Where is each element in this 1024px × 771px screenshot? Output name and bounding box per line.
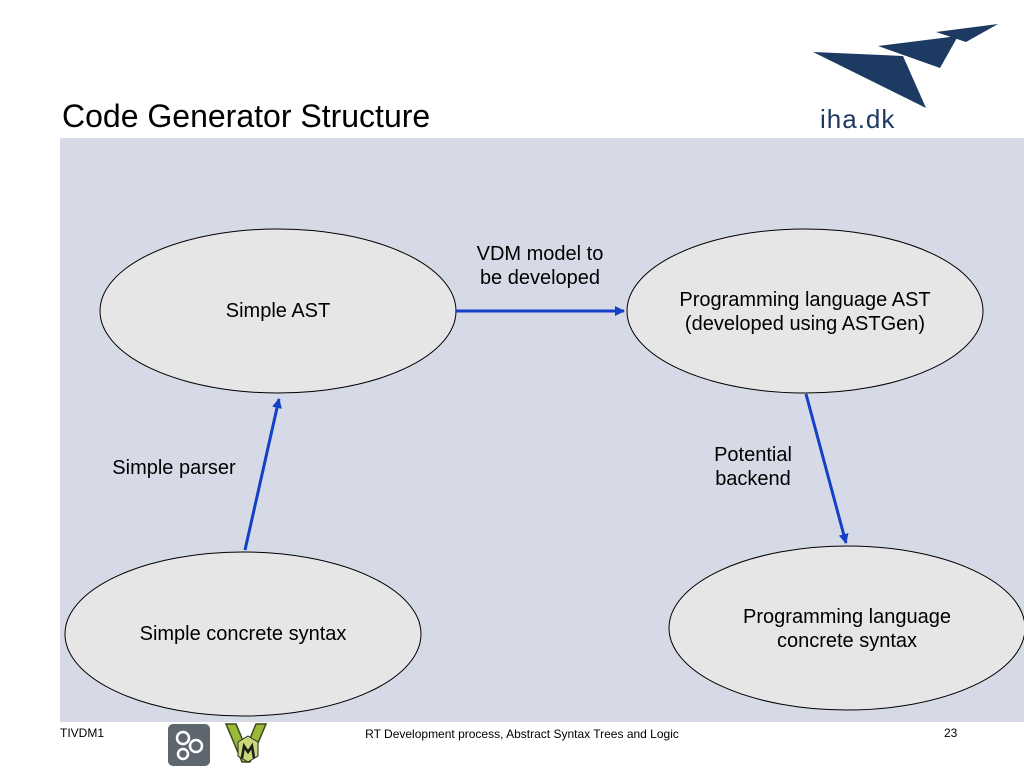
footer-page-number: 23 — [944, 726, 958, 740]
edge-simple-parser — [243, 398, 282, 551]
footer-center: RT Development process, Abstract Syntax … — [365, 727, 679, 741]
vdm-logo-icon — [224, 722, 272, 766]
node-pl-concrete — [668, 545, 1024, 711]
logo-text: iha.dk — [820, 104, 896, 134]
edge-potential-backend — [804, 393, 849, 544]
diagram-canvas: Simple AST Programming language AST (dev… — [60, 138, 1024, 722]
iha-logo-icon — [813, 24, 998, 108]
diagram-svg — [64, 228, 1024, 717]
node-label-simple-concrete: Simple concrete syntax — [139, 623, 347, 645]
node-label-pl-concrete: Programming language concrete syntax — [743, 606, 951, 652]
node-label-pl-ast: Programming language AST (developed usin… — [679, 289, 931, 335]
overture-logo-icon — [168, 724, 210, 766]
node-label-simple-ast: Simple AST — [225, 300, 331, 322]
slide-title: Code Generator Structure — [62, 98, 431, 134]
node-pl-ast — [626, 228, 984, 394]
edge-label-potential-backend: Potential backend — [714, 444, 792, 490]
footer-left: TIVDM1 — [60, 726, 105, 740]
node-simple-concrete — [64, 551, 422, 717]
edge-label-vdm-model: VDM model to be developed — [476, 243, 604, 289]
edge-label-simple-parser: Simple parser — [112, 457, 236, 479]
